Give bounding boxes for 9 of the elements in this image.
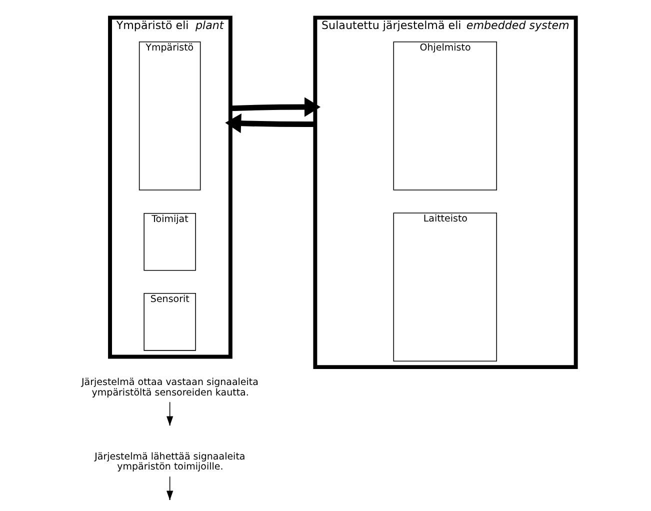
node-box: Sensorit (144, 292, 196, 351)
node-box: Toimijat (144, 212, 196, 271)
node-text: Järjestelmä ottaa vastaan signaaleita ympäristöltä sensoreiden kautta. (82, 376, 258, 398)
node-box: Ympäristö (138, 41, 201, 190)
arrow (230, 97, 320, 117)
arrow (225, 114, 316, 134)
node-text: Järjestelmä lähettää signaaleita ympäristön toimijoille. (94, 451, 246, 473)
node-box: Ohjelmisto (393, 41, 497, 190)
node-box: Laitteisto (393, 212, 497, 362)
